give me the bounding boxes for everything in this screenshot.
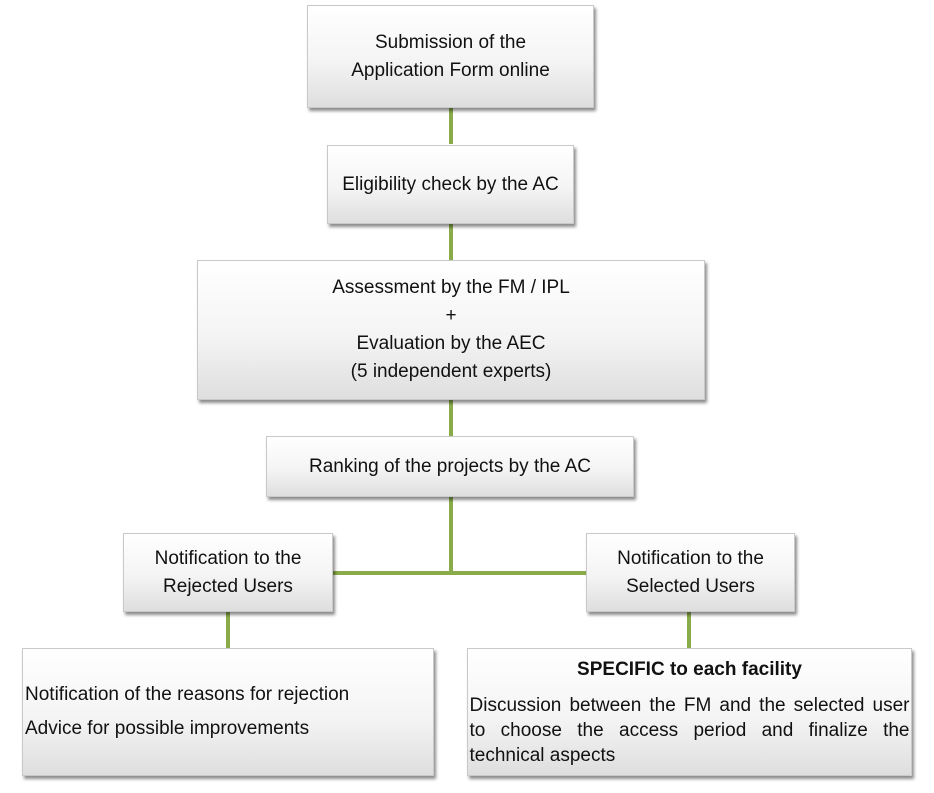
node-assessment-line-4: (5 independent experts) — [350, 361, 552, 382]
node-rejected: Notification to the Rejected Users — [123, 533, 333, 612]
node-eligibility: Eligibility check by the AC — [327, 145, 574, 224]
node-assessment-line-1: Assessment by the FM / IPL — [332, 277, 570, 298]
connector-selected-specific — [687, 612, 691, 648]
connector-rejected-details — [226, 612, 230, 648]
node-selected: Notification to the Selected Users — [586, 533, 795, 612]
node-specific-detail: Discussion between the FM and the select… — [469, 695, 910, 766]
node-submission: Submission of the Application Form onlin… — [307, 5, 594, 108]
node-selected-line-1: Notification to the — [617, 547, 764, 569]
connector-ranking-branch — [449, 497, 453, 573]
node-submission-line-2: Application Form online — [351, 59, 550, 81]
node-rejection-details: Notification of the reasons for rejectio… — [22, 648, 434, 776]
node-ranking-line-1: Ranking of the projects by the AC — [309, 455, 591, 477]
node-specific: SPECIFIC to each facility Discussion bet… — [467, 648, 912, 776]
connector-assessment-ranking — [449, 400, 453, 436]
connector-eligibility-assessment — [449, 224, 453, 260]
connector-branch-horizontal — [333, 571, 586, 575]
node-rejection-details-line-2: Advice for possible improvements — [25, 718, 310, 739]
node-specific-title: SPECIFIC to each facility — [577, 659, 802, 680]
node-rejected-line-2: Rejected Users — [163, 575, 293, 597]
connector-submission-eligibility — [449, 108, 453, 144]
node-assessment: Assessment by the FM / IPL + Evaluation … — [197, 260, 705, 400]
node-submission-line-1: Submission of the — [374, 31, 527, 53]
node-rejection-details-line-1: Notification of the reasons for rejectio… — [25, 684, 350, 705]
node-eligibility-line-1: Eligibility check by the AC — [342, 173, 559, 195]
node-assessment-line-2: + — [445, 305, 457, 326]
node-rejected-line-1: Notification to the — [154, 547, 302, 569]
node-selected-line-2: Selected Users — [626, 575, 755, 597]
node-ranking: Ranking of the projects by the AC — [266, 436, 634, 497]
node-assessment-line-3: Evaluation by the AEC — [356, 333, 546, 354]
